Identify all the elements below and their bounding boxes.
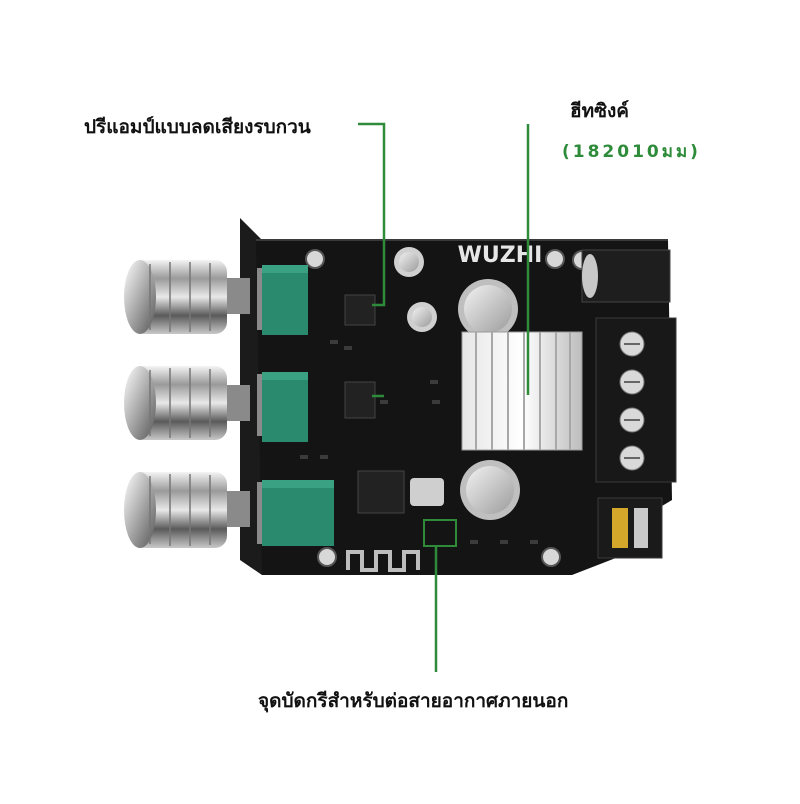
ic-chip bbox=[344, 294, 376, 326]
large-capacitor bbox=[460, 460, 520, 520]
potentiometer bbox=[257, 265, 308, 335]
ic-chip bbox=[357, 470, 405, 514]
crystal-oscillator bbox=[410, 478, 444, 506]
brand-silkscreen: WUZHI bbox=[458, 243, 543, 268]
small-capacitor bbox=[407, 302, 437, 332]
bass-knob bbox=[124, 472, 250, 548]
preamp-pointer-line bbox=[358, 122, 386, 307]
volume-knob bbox=[124, 260, 250, 334]
mounting-hole bbox=[541, 547, 561, 567]
heatsink-size-annotation: (182010มม) bbox=[562, 142, 701, 162]
potentiometer bbox=[257, 480, 334, 546]
antenna-annotation: จุดบัดกรีสำหรับต่อสายอากาศภายนอก bbox=[258, 690, 569, 712]
large-capacitor bbox=[458, 279, 518, 339]
mounting-hole bbox=[317, 547, 337, 567]
mounting-hole bbox=[545, 249, 565, 269]
audio-input-jack bbox=[597, 497, 663, 559]
preamp-annotation: ปรีแอมป์แบบลดเสียงรบกวน bbox=[84, 116, 311, 138]
antenna-solder-point bbox=[423, 519, 457, 547]
small-capacitor bbox=[394, 247, 424, 277]
annotation-lines bbox=[358, 122, 530, 672]
ic-chip bbox=[344, 381, 376, 419]
potentiometer bbox=[257, 372, 308, 442]
treble-knob bbox=[124, 366, 250, 440]
heatsink bbox=[461, 331, 583, 451]
pcb-antenna-trace bbox=[346, 550, 420, 572]
heatsink-annotation: ฮีทซิงค์ bbox=[570, 100, 630, 122]
mounting-hole bbox=[305, 249, 325, 269]
speaker-terminal-block bbox=[595, 317, 677, 483]
